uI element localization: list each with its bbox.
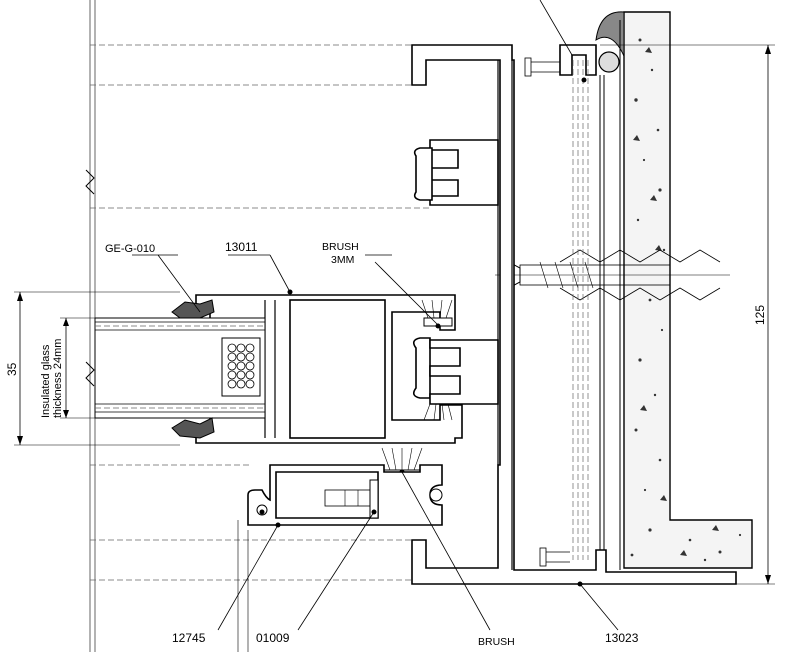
backer-rod	[598, 51, 620, 73]
brush-seal-top	[421, 299, 453, 329]
label-brush-size: 3MM	[331, 254, 354, 266]
membrane-lines	[572, 20, 621, 570]
break-mark-top	[85, 169, 95, 195]
label-12745: 12745	[172, 631, 206, 645]
label-gasket: GE-G-010	[105, 243, 155, 255]
frame-profile-13023	[411, 44, 737, 585]
label-dim-35: 35	[5, 362, 19, 376]
construction-lines	[89, 0, 430, 652]
wall-anchor	[495, 249, 730, 301]
break-mark-mid	[85, 361, 95, 387]
label-brush-bottom: BRUSH	[478, 636, 515, 648]
label-glass-line2: thickness 24mm	[52, 339, 64, 418]
label-brush-top: BRUSH	[322, 241, 359, 253]
label-glass-line1: Insulated glass	[40, 344, 52, 418]
gasket-top	[171, 299, 215, 319]
dimension-125	[600, 44, 775, 585]
insulated-glass	[94, 317, 266, 419]
label-13023: 13023	[605, 631, 639, 645]
leader-lines	[132, 0, 619, 631]
sealant-bead	[595, 11, 625, 57]
gasket-bottom	[171, 417, 215, 439]
brush-seal-mid	[423, 403, 453, 421]
dimension-35	[14, 291, 180, 446]
label-dim-125: 125	[753, 305, 767, 325]
frame-track-upper	[413, 139, 499, 206]
label-13011: 13011	[225, 240, 258, 254]
concrete-wall	[622, 0, 800, 569]
profile-01009	[324, 479, 379, 519]
label-01009: 01009	[256, 631, 290, 645]
